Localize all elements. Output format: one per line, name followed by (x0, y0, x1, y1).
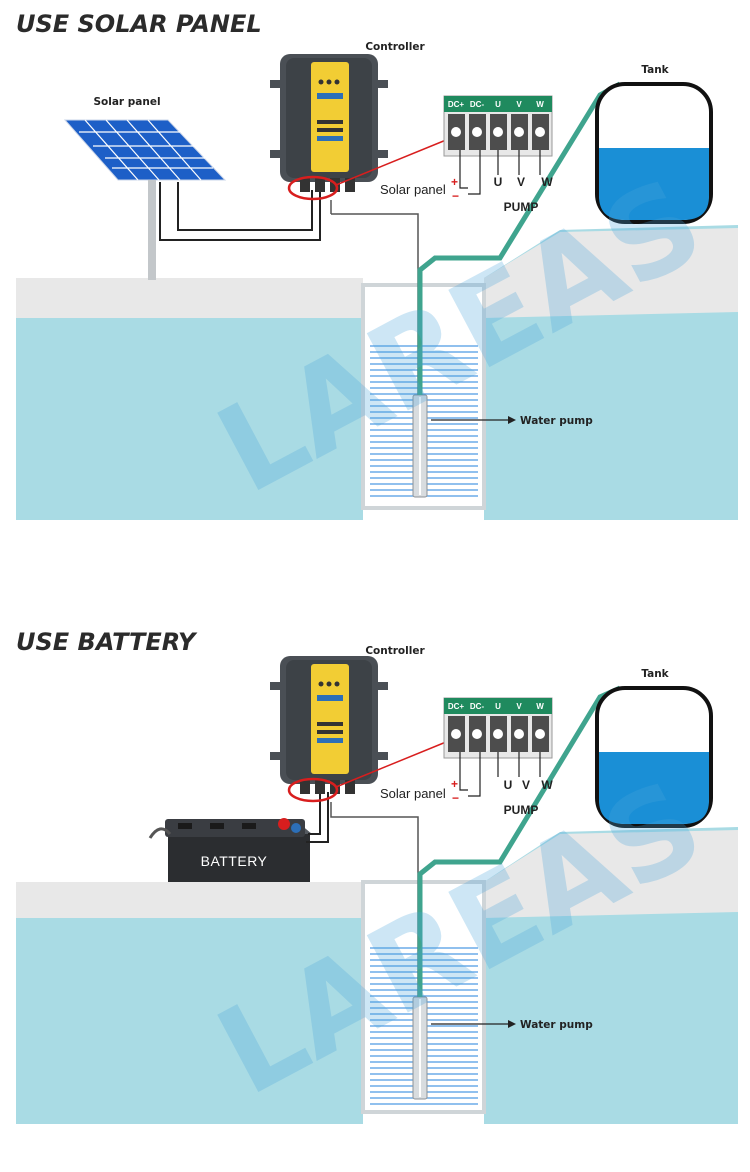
tank-label: Tank (641, 64, 669, 76)
ground-left-top (16, 278, 363, 318)
terminal-board: DC+ DC- U V W (443, 95, 553, 157)
wiring-source-label: Solar panel (380, 786, 446, 801)
terminal-w: W (536, 100, 544, 109)
terminal-dcplus: DC+ (448, 100, 465, 109)
water-pump-label: Water pump (520, 415, 593, 427)
tank-label: Tank (641, 668, 669, 680)
polarity-plus: + (451, 777, 458, 791)
controller-label: Controller (365, 645, 425, 657)
polarity-plus: + (451, 175, 458, 189)
solar-wire-2 (177, 182, 313, 231)
terminal-dcminus: DC- (470, 100, 485, 109)
tank-water (599, 752, 709, 824)
terminal-dcplus: DC+ (448, 702, 465, 711)
phase-v-label: V (522, 778, 530, 792)
solar-panel-array (63, 119, 227, 280)
terminal-u: U (495, 702, 501, 711)
battery-label: BATTERY (201, 853, 268, 869)
ground-left (16, 882, 363, 1124)
ground-right-top (484, 228, 738, 318)
ground-left (16, 285, 363, 520)
solar-wire-1 (159, 182, 321, 241)
solar-diagram: DC+ DC- U V W + − Solar panel U V W PUMP… (16, 41, 738, 521)
pump-group-label: PUMP (504, 803, 539, 817)
phase-w-label: W (541, 175, 553, 189)
terminal-w: W (536, 702, 544, 711)
wiring-source-label: Solar panel (380, 182, 446, 197)
terminal-board: DC+ DC- U V W (443, 697, 553, 759)
terminal-u: U (495, 100, 501, 109)
pump-group-label: PUMP (504, 200, 539, 214)
solar-section: USE SOLAR PANEL (0, 0, 750, 560)
controller-label: Controller (365, 41, 425, 53)
phase-w-label: W (541, 778, 553, 792)
terminal-highlight-ring (287, 175, 339, 201)
battery-diagram: BATTERY (16, 645, 738, 1124)
phase-v-label: V (517, 175, 525, 189)
water-pump-label: Water pump (520, 1019, 593, 1031)
solar-panel-label: Solar panel (93, 96, 160, 108)
phase-u-label: U (494, 175, 503, 189)
battery-section: USE BATTERY (0, 612, 750, 1172)
terminal-v: V (516, 702, 522, 711)
controller-unit (270, 656, 388, 794)
terminal-dcminus: DC- (470, 702, 485, 711)
battery-unit: BATTERY (148, 818, 312, 882)
terminal-v: V (516, 100, 522, 109)
polarity-minus: − (452, 791, 459, 805)
tank-water (599, 148, 709, 220)
ground-left-top (16, 882, 363, 918)
ground-right-top (484, 830, 738, 918)
terminal-highlight-ring (287, 777, 339, 803)
battery-wire-1 (308, 792, 321, 835)
section-title-solar: USE SOLAR PANEL (16, 10, 262, 38)
phase-u-label: U (504, 778, 513, 792)
section-title-battery: USE BATTERY (16, 628, 196, 656)
polarity-minus: − (452, 189, 459, 203)
battery-wire-2 (306, 792, 329, 843)
